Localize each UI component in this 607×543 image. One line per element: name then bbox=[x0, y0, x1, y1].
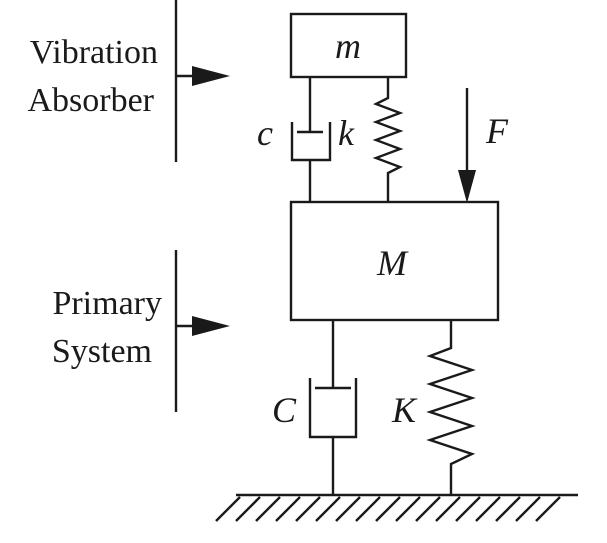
ground-hatch-line bbox=[215, 496, 241, 522]
ground-hatching bbox=[215, 496, 561, 522]
ground bbox=[215, 493, 578, 522]
ground-hatch-line bbox=[515, 496, 541, 522]
force-arrow-icon bbox=[458, 170, 476, 203]
primary-mass-label: M bbox=[376, 243, 409, 283]
ground-hatch-line bbox=[455, 496, 481, 522]
ground-hatch-line bbox=[295, 496, 321, 522]
absorber-mass-block bbox=[289, 12, 408, 79]
ground-hatch-line bbox=[535, 496, 561, 522]
absorber-spring bbox=[372, 77, 404, 202]
primary-arrow-icon bbox=[192, 316, 230, 336]
ground-hatch-line bbox=[495, 496, 521, 522]
ground-hatch-line bbox=[235, 496, 261, 522]
absorber-arrow-icon bbox=[192, 66, 230, 86]
ground-hatch-line bbox=[415, 496, 441, 522]
primary-damper bbox=[308, 320, 358, 495]
absorber-label-line2: Absorber bbox=[27, 82, 154, 119]
primary-spring-label: K bbox=[391, 390, 418, 430]
primary-label-line1: Primary bbox=[52, 285, 162, 322]
absorber-spring-label: k bbox=[338, 113, 355, 153]
ground-hatch-line bbox=[255, 496, 281, 522]
absorber-damper bbox=[290, 77, 332, 202]
absorber-damper-label: c bbox=[257, 113, 273, 153]
primary-spring bbox=[426, 320, 476, 495]
ground-hatch-line bbox=[275, 496, 301, 522]
ground-hatch-line bbox=[355, 496, 381, 522]
force-arrow bbox=[458, 88, 476, 203]
ground-hatch-line bbox=[435, 496, 461, 522]
ground-hatch-line bbox=[475, 496, 501, 522]
absorber-bracket bbox=[174, 0, 230, 162]
force-label: F bbox=[485, 111, 509, 151]
ground-hatch-line bbox=[335, 496, 361, 522]
primary-damper-label: C bbox=[272, 390, 297, 430]
absorber-mass-label: m bbox=[335, 26, 361, 66]
ground-hatch-line bbox=[395, 496, 421, 522]
primary-bracket bbox=[174, 250, 230, 412]
ground-hatch-line bbox=[315, 496, 341, 522]
ground-hatch-line bbox=[375, 496, 401, 522]
primary-label-line2: System bbox=[52, 333, 152, 370]
absorber-label-line1: Vibration bbox=[30, 34, 158, 71]
primary-mass-block bbox=[289, 200, 500, 322]
